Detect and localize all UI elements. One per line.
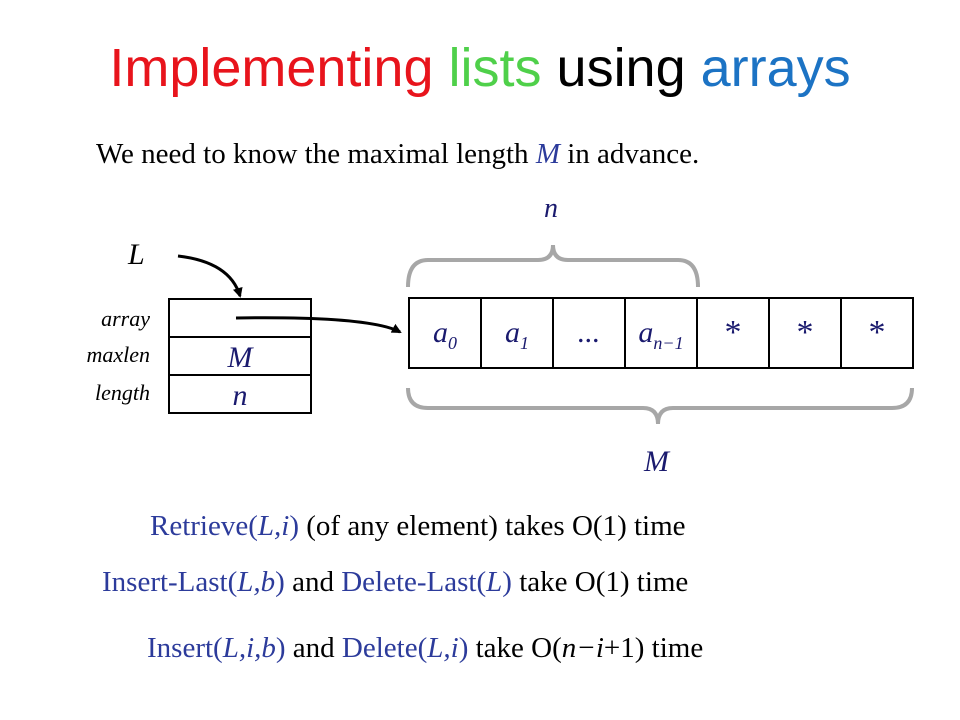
struct-field-maxlen: M (168, 336, 312, 376)
op-args: L,i (257, 510, 290, 542)
cell-base: a (505, 316, 520, 349)
cell-base: a (638, 316, 654, 349)
op-name: Delete( (341, 632, 428, 664)
cell-sub: 1 (520, 333, 529, 353)
op-close: ) (458, 632, 469, 664)
pointer-arrow-array (235, 316, 402, 334)
pointer-arrow-L (177, 254, 243, 298)
field-label-array: array (101, 306, 150, 331)
op-name: Insert-Last( (102, 566, 238, 598)
op-rest-pre: take O( (468, 632, 562, 664)
op-rest: take O(1) time (511, 566, 689, 598)
op-args: L,b (237, 566, 276, 598)
title-word-implementing: Implementing (109, 38, 434, 98)
cell-base: * (796, 314, 814, 351)
struct-value-maxlen: M (227, 341, 253, 374)
struct-field-array (168, 298, 312, 338)
op-close: ) (289, 510, 299, 542)
op-rest: (of any element) takes O(1) time (299, 510, 686, 542)
subtitle: We need to know the maximal length M in … (96, 138, 699, 171)
struct-value-length: n (232, 379, 248, 412)
op-close: ) (275, 566, 285, 598)
slide-title: Implementing lists using arrays (0, 36, 960, 100)
op-mid: and (285, 632, 342, 664)
bottom-brace (406, 387, 914, 425)
cell-sub: 0 (448, 333, 457, 353)
op-name: Retrieve( (150, 510, 258, 542)
cell-base: * (868, 314, 886, 351)
field-label-length: length (95, 380, 150, 405)
bottom-brace-label: M (644, 445, 669, 478)
array-cell-empty: * (840, 297, 914, 369)
op-args: L,i,b (222, 632, 276, 664)
cell-base: ... (577, 316, 601, 349)
array-cell: an−1 (624, 297, 698, 369)
op-args: L (486, 566, 503, 598)
subtitle-var: M (535, 138, 560, 170)
op-close: ) (502, 566, 512, 598)
top-brace (406, 244, 700, 288)
op-rest-var: n−i (561, 632, 604, 664)
op-line-insert-last: Insert-Last(L,b) and Delete-Last(L) take… (102, 566, 688, 599)
array-cell: a0 (408, 297, 482, 369)
array-cell-empty: * (696, 297, 770, 369)
top-brace-label: n (544, 193, 558, 224)
cell-base: a (433, 316, 448, 349)
op-args: L,i (427, 632, 459, 664)
array-cell-empty: * (768, 297, 842, 369)
title-word-using: using (556, 38, 686, 98)
array-cell: a1 (480, 297, 554, 369)
title-word-arrays: arrays (700, 38, 851, 98)
op-line-retrieve: Retrieve(L,i) (of any element) takes O(1… (150, 510, 686, 543)
array-cell: ... (552, 297, 626, 369)
cell-sub: n−1 (653, 333, 684, 353)
cell-base: * (724, 314, 742, 351)
op-name: Delete-Last( (341, 566, 487, 598)
op-rest-post: +1) time (603, 632, 704, 664)
struct-field-length: n (168, 374, 312, 414)
op-line-insert: Insert(L,i,b) and Delete(L,i) take O(n−i… (147, 632, 703, 665)
title-word-lists: lists (448, 38, 542, 98)
op-name: Insert( (147, 632, 223, 664)
subtitle-prefix: We need to know the maximal length (96, 138, 536, 170)
subtitle-suffix: in advance. (559, 138, 700, 170)
op-mid: and (284, 566, 342, 598)
op-close: ) (275, 632, 286, 664)
pointer-label: L (128, 238, 145, 271)
field-label-maxlen: maxlen (86, 342, 150, 367)
